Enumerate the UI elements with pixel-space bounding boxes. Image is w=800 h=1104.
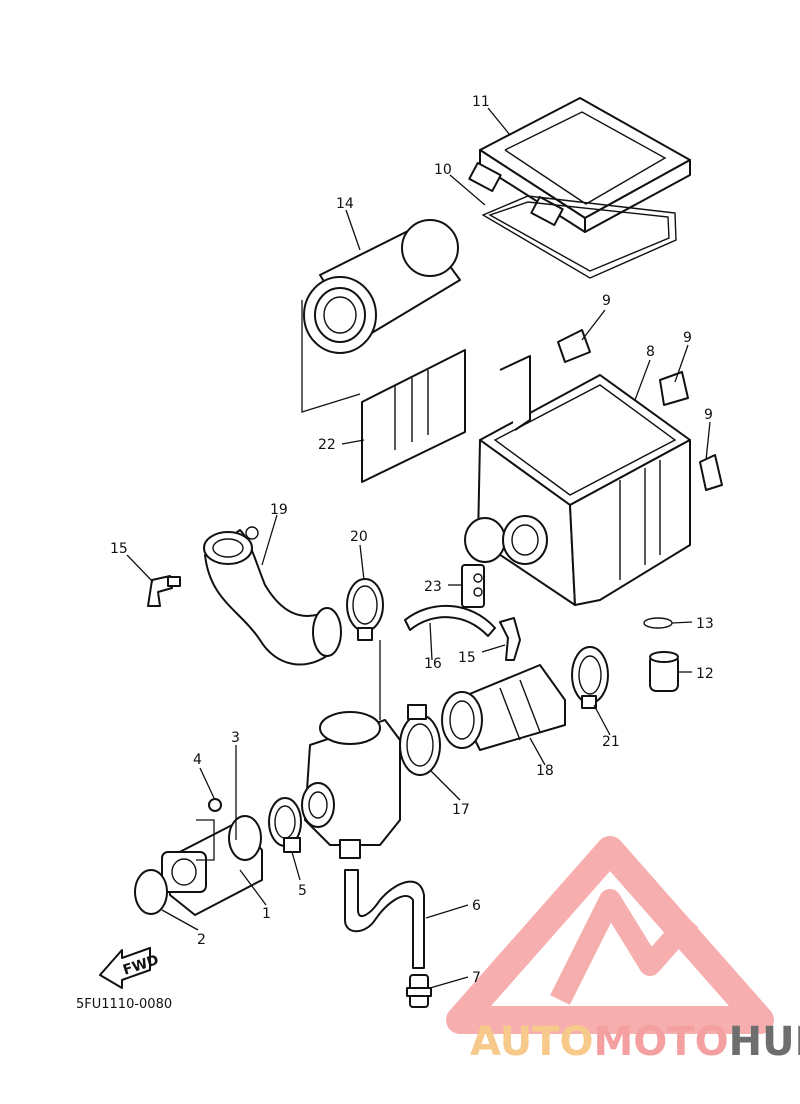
callout-15-b: 15 xyxy=(458,650,476,666)
callout-18: 18 xyxy=(536,763,554,779)
carburetor-body xyxy=(301,711,401,859)
callout-13: 13 xyxy=(696,616,714,632)
part-21-clamp xyxy=(571,646,609,709)
part-10-case-gasket xyxy=(481,195,677,279)
watermark-logo xyxy=(446,836,774,1034)
callout-15-a: 15 xyxy=(110,541,128,557)
callout-9-c: 9 xyxy=(704,407,713,423)
part-1-group-bracket xyxy=(196,819,215,861)
part-15-hose-joint-b xyxy=(499,617,521,661)
callout-14: 14 xyxy=(336,196,354,212)
part-4-washer xyxy=(208,798,222,812)
callout-17: 17 xyxy=(452,802,470,818)
part-18-carburetor-joint xyxy=(441,664,566,751)
part-7-hose-joint xyxy=(406,974,432,1008)
part-19-air-duct xyxy=(203,526,342,666)
part-15-hose-joint-a xyxy=(147,575,181,607)
callout-9-a: 9 xyxy=(602,293,611,309)
part-12-drain-cap xyxy=(649,651,679,692)
part-14-filter-element xyxy=(303,219,461,354)
callout-16: 16 xyxy=(424,656,442,672)
callout-7: 7 xyxy=(472,970,481,986)
watermark-text-auto: AUTO xyxy=(470,1019,594,1065)
part-9-clip-c xyxy=(699,454,723,491)
callout-numbers: 1 2 3 4 5 6 7 8 9 9 9 10 11 12 13 14 15 … xyxy=(110,94,714,986)
part-11-filter-case-cap xyxy=(468,97,691,233)
callout-20: 20 xyxy=(350,529,368,545)
part-20-clamp xyxy=(346,578,384,641)
callout-4: 4 xyxy=(193,752,202,768)
callout-5: 5 xyxy=(298,883,307,899)
callout-1: 1 xyxy=(262,906,271,922)
callout-23: 23 xyxy=(424,579,442,595)
callout-6: 6 xyxy=(472,898,481,914)
part-1-intake-joint xyxy=(161,815,263,916)
part-13-clip xyxy=(643,617,673,629)
part-6-breather-hose xyxy=(344,869,425,969)
callout-21: 21 xyxy=(602,734,620,750)
diagram-code: 5FU1110-0080 xyxy=(76,997,172,1012)
watermark-text-hub: HUB xyxy=(729,1019,800,1065)
watermark-wordmark: AUTOMOTOHUB xyxy=(470,1019,800,1065)
part-9-clip-b xyxy=(659,371,689,406)
fwd-arrow-icon xyxy=(99,947,151,989)
part-2-o-ring xyxy=(134,869,168,915)
part-16-hose xyxy=(404,604,496,637)
callout-9-b: 9 xyxy=(683,330,692,346)
group-frame-14-22 xyxy=(301,300,361,413)
watermark-text-moto: MOTO xyxy=(594,1019,729,1065)
part-5-clamp xyxy=(268,797,302,853)
callout-2: 2 xyxy=(197,932,206,948)
part-17-clamp xyxy=(399,704,441,776)
part-23-holder xyxy=(461,564,485,608)
callout-3: 3 xyxy=(231,730,240,746)
callout-11: 11 xyxy=(472,94,490,110)
part-9-clip-a xyxy=(557,329,591,363)
part-8-filter-case xyxy=(464,355,691,606)
callout-19: 19 xyxy=(270,502,288,518)
callout-leader-lines xyxy=(126,107,711,989)
callout-12: 12 xyxy=(696,666,714,682)
callout-8: 8 xyxy=(646,344,655,360)
callout-10: 10 xyxy=(434,162,452,178)
callout-22: 22 xyxy=(318,437,336,453)
part-22-filter-guide xyxy=(361,349,466,483)
